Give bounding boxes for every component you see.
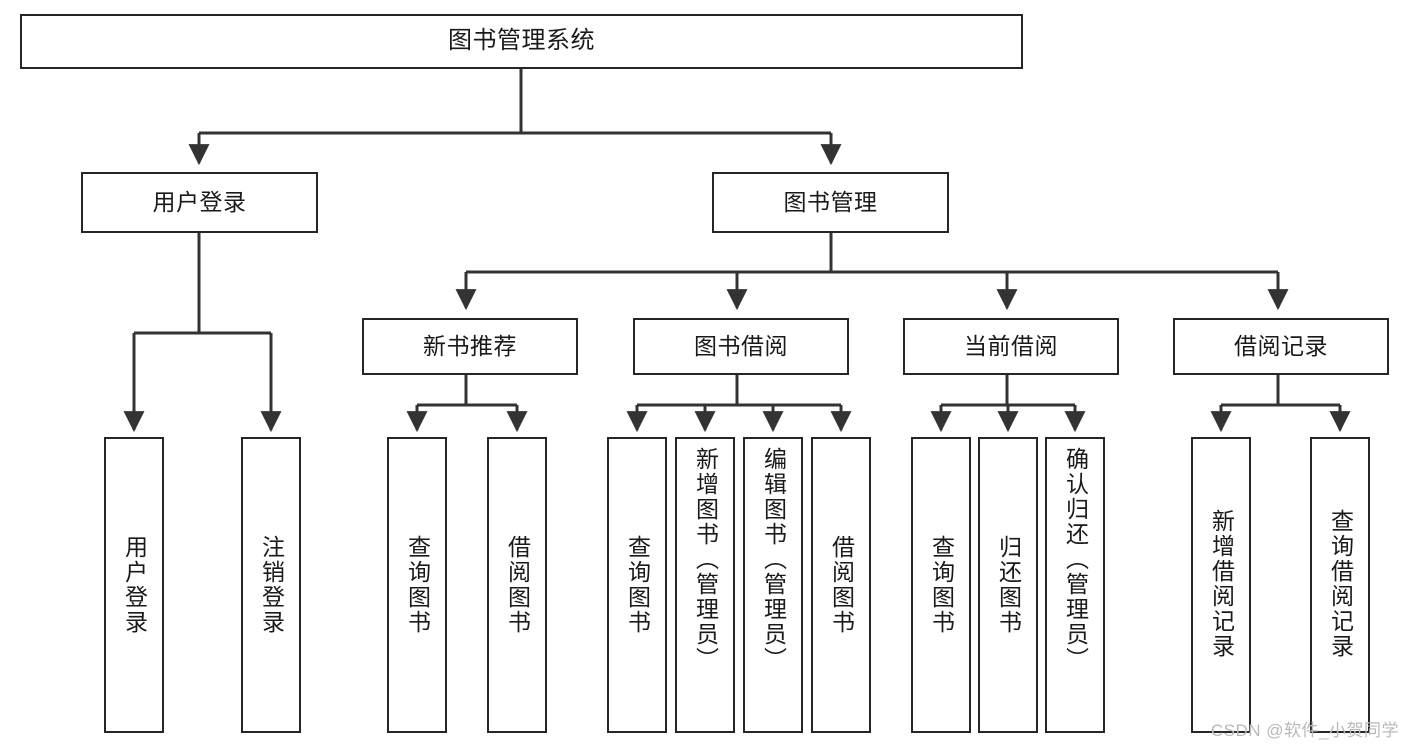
leaf-current-return-book-label: 归还图书 <box>995 535 1022 635</box>
leaf-borrow-edit-book-admin[interactable]: 编辑图书（管理员） <box>743 437 803 733</box>
leaf-user-logout[interactable]: 注销登录 <box>241 437 301 733</box>
leaf-records-query-record[interactable]: 查询借阅记录 <box>1310 437 1370 733</box>
leaf-newbook-query-book-label: 查询图书 <box>404 535 431 635</box>
leaf-newbook-query-book[interactable]: 查询图书 <box>387 437 447 733</box>
leaf-borrow-edit-book-admin-label: 编辑图书（管理员） <box>760 447 787 672</box>
csdn-watermark: CSDN @软件_小贺同学 <box>1210 721 1399 740</box>
leaf-newbook-borrow-book[interactable]: 借阅图书 <box>487 437 547 733</box>
leaf-borrow-add-book-admin[interactable]: 新增图书（管理员） <box>675 437 735 733</box>
leaf-borrow-borrow-book-label: 借阅图书 <box>828 535 855 635</box>
leaf-borrow-query-book[interactable]: 查询图书 <box>607 437 667 733</box>
leaf-newbook-borrow-book-label: 借阅图书 <box>504 535 531 635</box>
node-book-management[interactable]: 图书管理 <box>712 172 949 233</box>
node-root[interactable]: 图书管理系统 <box>20 14 1023 69</box>
leaf-borrow-borrow-book[interactable]: 借阅图书 <box>811 437 871 733</box>
leaf-user-logout-label: 注销登录 <box>258 535 285 635</box>
leaf-borrow-query-book-label: 查询图书 <box>624 535 651 635</box>
leaf-records-query-record-label: 查询借阅记录 <box>1327 509 1354 659</box>
node-borrow-records-label: 借阅记录 <box>1234 332 1328 359</box>
leaf-current-confirm-return-admin-label: 确认归还（管理员） <box>1062 447 1089 672</box>
leaf-user-login[interactable]: 用户登录 <box>104 437 164 733</box>
leaf-records-add-record[interactable]: 新增借阅记录 <box>1191 437 1251 733</box>
leaf-current-return-book[interactable]: 归还图书 <box>978 437 1038 733</box>
node-new-book-recommend-label: 新书推荐 <box>423 332 517 359</box>
node-current-borrow[interactable]: 当前借阅 <box>903 318 1119 375</box>
node-current-borrow-label: 当前借阅 <box>964 332 1058 359</box>
leaf-current-query-book[interactable]: 查询图书 <box>911 437 971 733</box>
node-user-login-label: 用户登录 <box>152 188 247 215</box>
node-root-label: 图书管理系统 <box>448 27 595 55</box>
leaf-borrow-add-book-admin-label: 新增图书（管理员） <box>692 447 719 672</box>
leaf-current-query-book-label: 查询图书 <box>928 535 955 635</box>
leaf-user-login-label: 用户登录 <box>121 535 148 635</box>
leaf-current-confirm-return-admin[interactable]: 确认归还（管理员） <box>1045 437 1105 733</box>
node-book-management-label: 图书管理 <box>783 188 878 215</box>
node-book-borrow-label: 图书借阅 <box>694 332 788 359</box>
node-user-login[interactable]: 用户登录 <box>81 172 318 233</box>
node-book-borrow[interactable]: 图书借阅 <box>633 318 849 375</box>
node-new-book-recommend[interactable]: 新书推荐 <box>362 318 578 375</box>
leaf-records-add-record-label: 新增借阅记录 <box>1208 509 1235 659</box>
node-borrow-records[interactable]: 借阅记录 <box>1173 318 1389 375</box>
